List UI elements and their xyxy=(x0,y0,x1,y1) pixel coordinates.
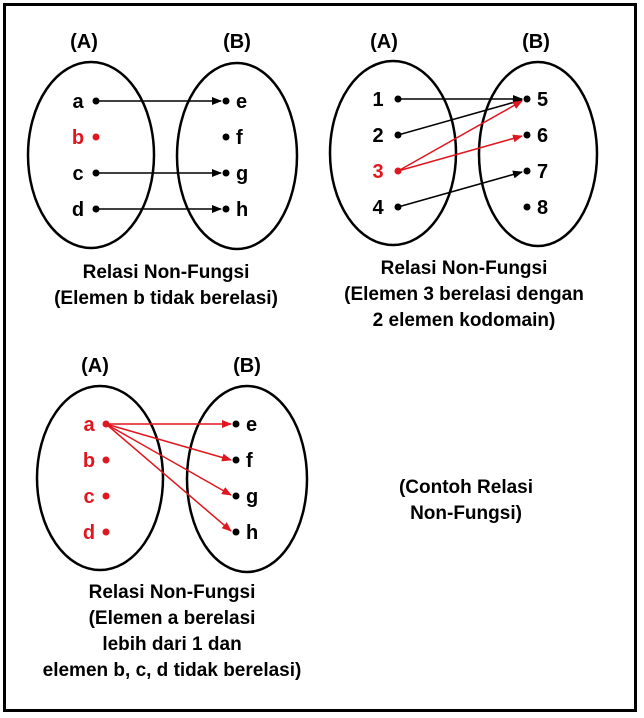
diagram-2: (A) (B) 1 2 3 4 5 6 7 8 Relasi Non-Fungs… xyxy=(328,31,599,331)
domain-dot xyxy=(102,492,110,500)
domain-element: c xyxy=(83,486,94,508)
domain-element: 3 xyxy=(372,161,383,183)
caption-line: (Elemen b tidak berelasi) xyxy=(54,288,278,309)
relation-arrow xyxy=(397,98,523,136)
codomain-dot xyxy=(232,492,240,500)
set-b-label: (B) xyxy=(233,355,261,377)
set-a-label: (A) xyxy=(70,31,98,53)
domain-dot xyxy=(92,133,100,141)
codomain-dot xyxy=(232,456,240,464)
caption-line: elemen b, c, d tidak berelasi) xyxy=(43,660,302,681)
codomain-element: g xyxy=(236,163,248,185)
domain-dot xyxy=(102,528,110,536)
codomain-element: g xyxy=(246,486,258,508)
codomain-element: e xyxy=(236,91,247,113)
domain-element: 1 xyxy=(372,89,383,111)
codomain-dot xyxy=(222,133,230,141)
relation-arrow-red xyxy=(105,423,232,462)
domain-element: 2 xyxy=(372,125,383,147)
codomain-element: 6 xyxy=(537,125,548,147)
caption-line: lebih dari 1 dan xyxy=(102,634,241,655)
relation-arrow-red xyxy=(397,100,523,172)
domain-element: a xyxy=(72,91,84,113)
codomain-dot xyxy=(523,95,531,103)
diagram-1: (A) (B) a b c d e f g h Relasi Non-Fungs… xyxy=(26,31,299,309)
caption-line: (Elemen a berelasi xyxy=(89,608,256,629)
domain-element: a xyxy=(83,414,95,436)
codomain-element: h xyxy=(236,199,248,221)
domain-oval xyxy=(35,384,165,572)
domain-element: b xyxy=(72,127,84,149)
codomain-dot xyxy=(222,205,230,213)
codomain-dot xyxy=(523,203,531,211)
caption-line: (Elemen 3 berelasi dengan xyxy=(344,284,584,305)
relation-arrow-red xyxy=(397,134,523,172)
codomain-element: f xyxy=(246,450,253,472)
note-line: (Contoh Relasi xyxy=(399,477,533,498)
set-a-label: (A) xyxy=(81,355,109,377)
codomain-element: 5 xyxy=(537,89,548,111)
codomain-dot xyxy=(523,131,531,139)
codomain-oval xyxy=(185,384,309,574)
domain-element: d xyxy=(72,199,84,221)
codomain-element: h xyxy=(246,522,258,544)
codomain-element: 8 xyxy=(537,197,548,219)
relation-arrow xyxy=(397,170,523,208)
domain-element: c xyxy=(72,163,83,185)
example-note: (Contoh Relasi Non-Fungsi) xyxy=(399,477,533,524)
set-b-label: (B) xyxy=(223,31,251,53)
domain-element: 4 xyxy=(372,197,384,219)
codomain-element: 7 xyxy=(537,161,548,183)
codomain-dot xyxy=(232,420,240,428)
codomain-oval xyxy=(477,60,599,248)
codomain-dot xyxy=(523,167,531,175)
domain-element: b xyxy=(83,450,95,472)
codomain-dot xyxy=(222,169,230,177)
diagram-3: (A) (B) a b c d e f g h Relasi Non-Fungs… xyxy=(35,355,309,681)
relation-arrow-red xyxy=(105,423,232,496)
codomain-element: e xyxy=(246,414,257,436)
domain-dot xyxy=(102,456,110,464)
figure-frame xyxy=(3,3,637,712)
codomain-oval xyxy=(175,61,299,251)
set-b-label: (B) xyxy=(522,31,550,53)
codomain-element: f xyxy=(236,127,243,149)
caption-line: Relasi Non-Fungsi xyxy=(89,582,256,603)
note-line: Non-Fungsi) xyxy=(410,503,522,524)
caption-line: Relasi Non-Fungsi xyxy=(381,258,548,279)
codomain-dot xyxy=(222,97,230,105)
domain-element: d xyxy=(83,522,95,544)
domain-oval xyxy=(26,60,156,250)
relation-arrow-red xyxy=(105,423,232,532)
caption-line: 2 elemen kodomain) xyxy=(373,310,556,331)
codomain-dot xyxy=(232,528,240,536)
set-a-label: (A) xyxy=(370,31,398,53)
domain-oval xyxy=(328,59,458,247)
caption-line: Relasi Non-Fungsi xyxy=(83,262,250,283)
